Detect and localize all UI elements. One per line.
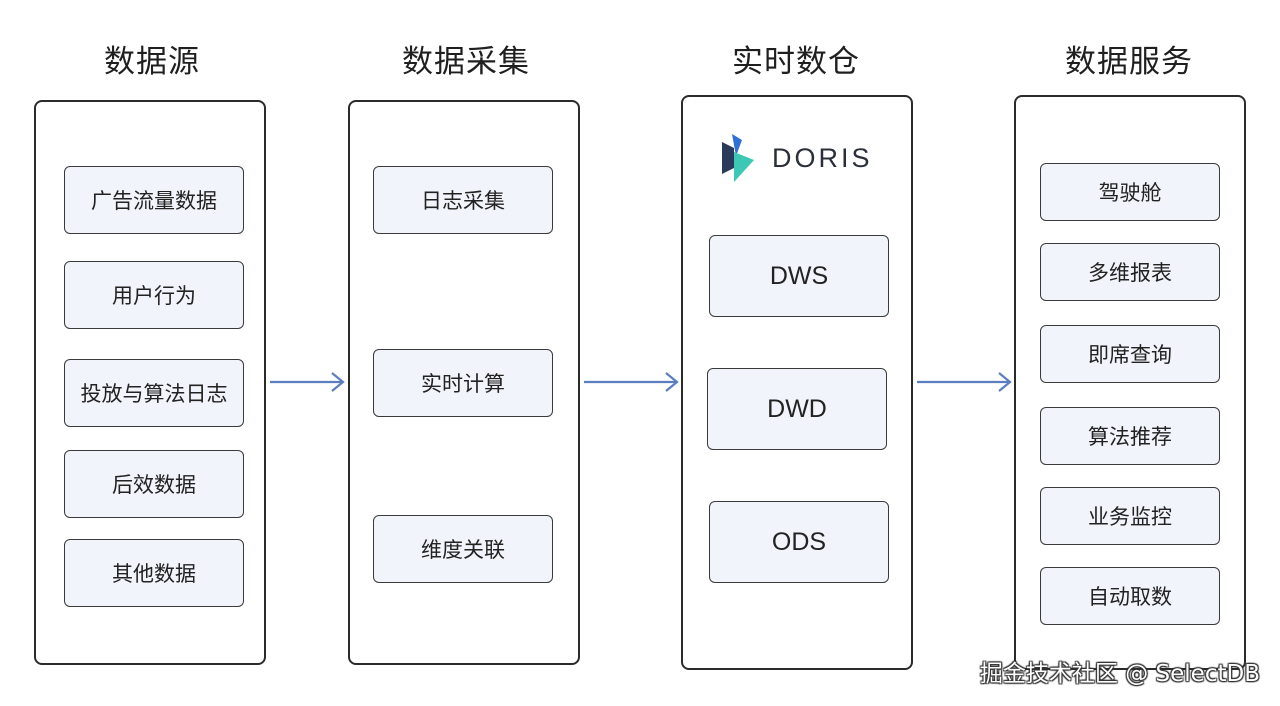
column-source: 广告流量数据 用户行为 投放与算法日志 后效数据 其他数据 xyxy=(34,100,266,665)
doris-logo: DORIS xyxy=(718,132,873,184)
node-service-4: 业务监控 xyxy=(1040,487,1220,545)
node-collect-0: 日志采集 xyxy=(373,166,553,234)
column-warehouse: DWS DWD ODS xyxy=(681,95,913,670)
node-service-1: 多维报表 xyxy=(1040,243,1220,301)
node-service-5: 自动取数 xyxy=(1040,567,1220,625)
arrow-source-to-collect xyxy=(270,372,345,392)
node-warehouse-dws: DWS xyxy=(709,235,889,317)
node-source-2: 投放与算法日志 xyxy=(64,359,244,427)
node-service-2: 即席查询 xyxy=(1040,325,1220,383)
arrow-warehouse-to-service xyxy=(917,372,1012,392)
node-source-4: 其他数据 xyxy=(64,539,244,607)
node-source-0: 广告流量数据 xyxy=(64,166,244,234)
node-source-1: 用户行为 xyxy=(64,261,244,329)
column-service: 驾驶舱 多维报表 即席查询 算法推荐 业务监控 自动取数 xyxy=(1014,95,1246,670)
node-collect-1: 实时计算 xyxy=(373,349,553,417)
node-warehouse-ods: ODS xyxy=(709,501,889,583)
column-title-source: 数据源 xyxy=(104,44,200,80)
column-title-warehouse: 实时数仓 xyxy=(732,44,860,80)
node-warehouse-dwd: DWD xyxy=(707,368,887,450)
column-title-collect: 数据采集 xyxy=(402,44,530,80)
column-collect: 日志采集 实时计算 维度关联 xyxy=(348,100,580,665)
node-service-3: 算法推荐 xyxy=(1040,407,1220,465)
column-title-service: 数据服务 xyxy=(1065,44,1193,80)
arrow-collect-to-warehouse xyxy=(584,372,679,392)
watermark: 掘金技术社区 @ SelectDB xyxy=(979,661,1260,687)
doris-logo-text: DORIS xyxy=(772,142,873,173)
node-source-3: 后效数据 xyxy=(64,450,244,518)
node-collect-2: 维度关联 xyxy=(373,515,553,583)
node-service-0: 驾驶舱 xyxy=(1040,163,1220,221)
doris-logo-icon xyxy=(722,134,754,182)
